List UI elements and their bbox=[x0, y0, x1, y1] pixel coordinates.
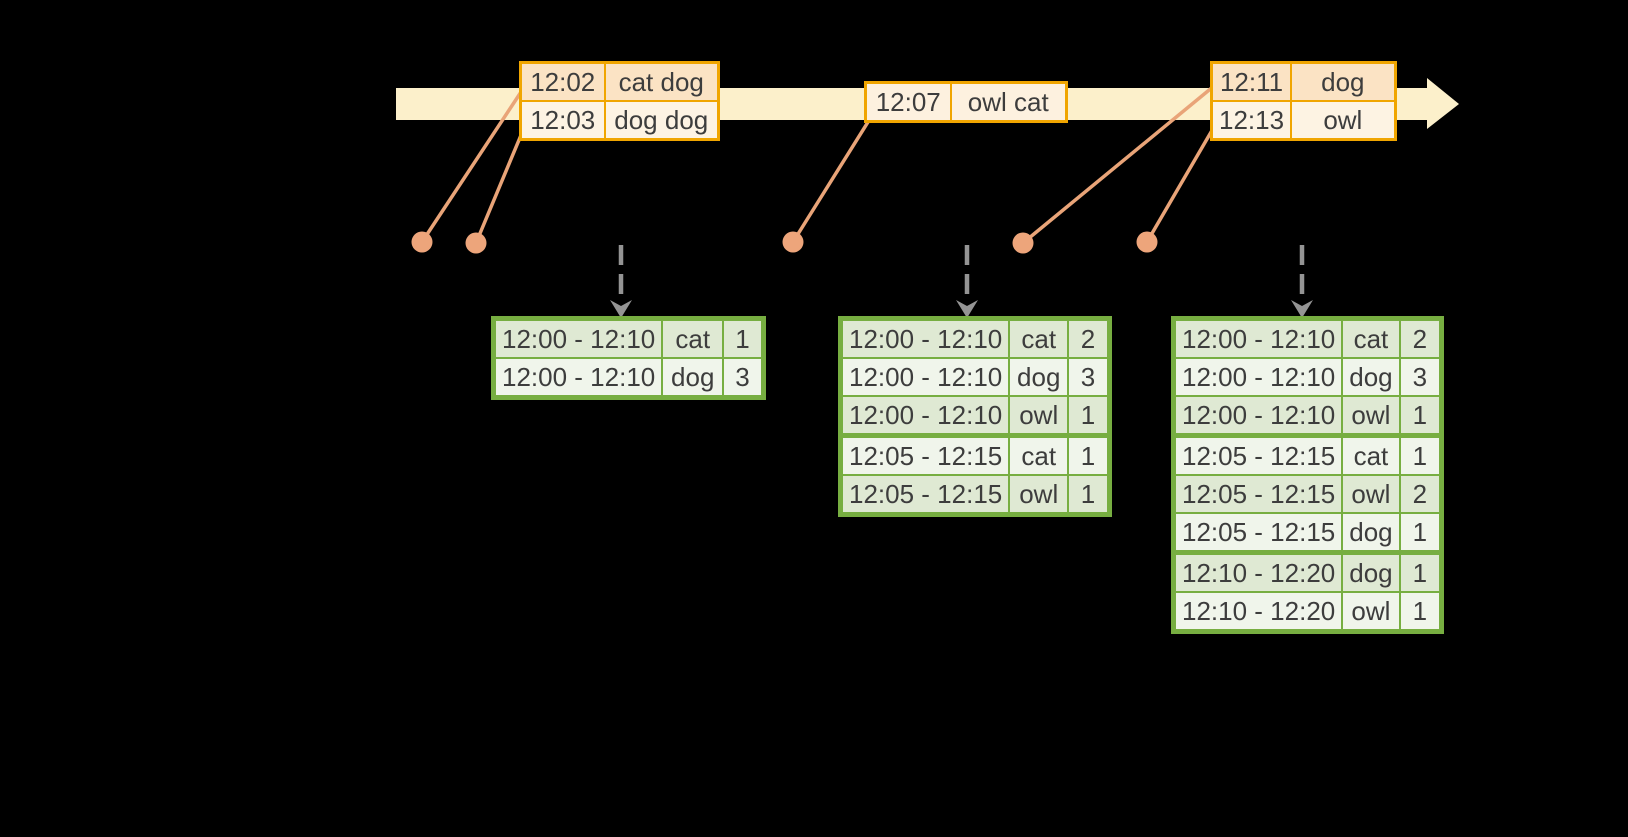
window-cell: 12:00 - 12:10 bbox=[1172, 395, 1344, 438]
event-marker-dot bbox=[782, 231, 804, 253]
event-row: 12:13 owl bbox=[1210, 100, 1397, 141]
event-row: 12:03 dog dog bbox=[519, 100, 720, 141]
count-cell: 1 bbox=[1398, 395, 1443, 438]
count-cell: 1 bbox=[1067, 395, 1111, 438]
result-row: 12:05 - 12:15 dog 1 bbox=[1172, 512, 1443, 555]
window-cell: 12:05 - 12:15 bbox=[839, 434, 1011, 476]
window-cell: 12:00 - 12:10 bbox=[839, 357, 1011, 397]
event-connector-line bbox=[1145, 126, 1216, 243]
event-table-2: 12:07 owl cat bbox=[864, 81, 1068, 123]
count-cell: 1 bbox=[1067, 434, 1111, 476]
count-cell: 1 bbox=[1398, 434, 1443, 476]
window-cell: 12:05 - 12:15 bbox=[1172, 512, 1344, 555]
result-row: 12:05 - 12:15 cat 1 bbox=[839, 434, 1111, 476]
event-words-cell: dog dog bbox=[603, 100, 720, 141]
event-row: 12:07 owl cat bbox=[864, 81, 1068, 123]
window-cell: 12:10 - 12:20 bbox=[1172, 551, 1344, 593]
event-connector-line bbox=[791, 121, 870, 243]
trigger-arrows bbox=[610, 245, 1313, 318]
window-cell: 12:00 - 12:10 bbox=[1172, 317, 1344, 359]
window-cell: 12:00 - 12:10 bbox=[1172, 357, 1344, 397]
count-cell: 2 bbox=[1398, 317, 1443, 359]
timeline-arrowhead-icon bbox=[1427, 78, 1459, 129]
word-cell: owl bbox=[1341, 395, 1401, 438]
word-cell: dog bbox=[661, 357, 725, 399]
window-cell: 12:00 - 12:10 bbox=[839, 317, 1011, 359]
event-marker-dots bbox=[411, 231, 1158, 254]
event-words-cell: cat dog bbox=[603, 61, 720, 102]
count-cell: 3 bbox=[1398, 357, 1443, 397]
event-time-cell: 12:13 bbox=[1210, 100, 1293, 141]
result-row: 12:00 - 12:10 cat 2 bbox=[1172, 317, 1443, 359]
trigger-arrowhead-icon bbox=[610, 300, 632, 318]
trigger-arrowhead-icon bbox=[956, 300, 978, 318]
result-row: 12:05 - 12:15 cat 1 bbox=[1172, 434, 1443, 476]
event-marker-dot bbox=[465, 232, 487, 254]
event-words-cell: dog bbox=[1290, 61, 1397, 102]
trigger-arrowhead-icon bbox=[1291, 300, 1313, 318]
word-cell: dog bbox=[1341, 512, 1401, 555]
event-table-3: 12:11 dog 12:13 owl bbox=[1210, 61, 1397, 141]
event-words-cell: owl cat bbox=[949, 81, 1068, 123]
result-row: 12:00 - 12:10 owl 1 bbox=[1172, 395, 1443, 438]
event-time-cell: 12:03 bbox=[519, 100, 606, 141]
word-cell: cat bbox=[1341, 317, 1401, 359]
event-connector-line bbox=[474, 127, 526, 244]
window-cell: 12:00 - 12:10 bbox=[492, 357, 664, 399]
event-marker-dot bbox=[1012, 232, 1034, 254]
result-row: 12:00 - 12:10 cat 2 bbox=[839, 317, 1111, 359]
window-cell: 12:10 - 12:20 bbox=[1172, 591, 1344, 633]
result-row: 12:00 - 12:10 dog 3 bbox=[1172, 357, 1443, 397]
event-row: 12:11 dog bbox=[1210, 61, 1397, 102]
event-time-cell: 12:11 bbox=[1210, 61, 1293, 102]
result-row: 12:00 - 12:10 dog 3 bbox=[492, 357, 765, 399]
count-cell: 1 bbox=[1398, 551, 1443, 593]
event-connector-line bbox=[420, 88, 525, 243]
event-time-cell: 12:07 bbox=[864, 81, 952, 123]
event-connector-line bbox=[1021, 84, 1216, 245]
count-cell: 2 bbox=[1067, 317, 1111, 359]
event-marker-dot bbox=[1136, 231, 1158, 253]
window-cell: 12:05 - 12:15 bbox=[1172, 474, 1344, 514]
word-cell: cat bbox=[1341, 434, 1401, 476]
window-cell: 12:00 - 12:10 bbox=[492, 317, 664, 359]
result-table-3: 12:00 - 12:10 cat 2 12:00 - 12:10 dog 3 … bbox=[1171, 316, 1445, 634]
result-row: 12:00 - 12:10 owl 1 bbox=[839, 395, 1111, 438]
window-cell: 12:05 - 12:15 bbox=[839, 474, 1011, 516]
result-table-2: 12:00 - 12:10 cat 2 12:00 - 12:10 dog 3 … bbox=[838, 316, 1112, 517]
word-cell: dog bbox=[1341, 357, 1401, 397]
count-cell: 1 bbox=[1067, 474, 1111, 516]
event-time-cell: 12:02 bbox=[519, 61, 606, 102]
count-cell: 1 bbox=[1398, 591, 1443, 633]
count-cell: 3 bbox=[722, 357, 765, 399]
word-cell: dog bbox=[1341, 551, 1401, 593]
event-words-cell: owl bbox=[1290, 100, 1397, 141]
result-row: 12:05 - 12:15 owl 1 bbox=[839, 474, 1111, 516]
count-cell: 1 bbox=[722, 317, 765, 359]
result-row: 12:05 - 12:15 owl 2 bbox=[1172, 474, 1443, 514]
event-row: 12:02 cat dog bbox=[519, 61, 720, 102]
result-row: 12:10 - 12:20 owl 1 bbox=[1172, 591, 1443, 633]
word-cell: cat bbox=[1008, 317, 1070, 359]
result-table-1: 12:00 - 12:10 cat 1 12:00 - 12:10 dog 3 bbox=[491, 316, 766, 400]
word-cell: dog bbox=[1008, 357, 1070, 397]
count-cell: 1 bbox=[1398, 512, 1443, 555]
word-cell: owl bbox=[1341, 591, 1401, 633]
result-row: 12:10 - 12:20 dog 1 bbox=[1172, 551, 1443, 593]
word-cell: cat bbox=[1008, 434, 1070, 476]
word-cell: cat bbox=[661, 317, 725, 359]
window-cell: 12:05 - 12:15 bbox=[1172, 434, 1344, 476]
result-row: 12:00 - 12:10 cat 1 bbox=[492, 317, 765, 359]
window-cell: 12:00 - 12:10 bbox=[839, 395, 1011, 438]
event-table-1: 12:02 cat dog 12:03 dog dog bbox=[519, 61, 720, 141]
count-cell: 3 bbox=[1067, 357, 1111, 397]
word-cell: owl bbox=[1341, 474, 1401, 514]
result-row: 12:00 - 12:10 dog 3 bbox=[839, 357, 1111, 397]
event-marker-dot bbox=[411, 231, 433, 253]
word-cell: owl bbox=[1008, 474, 1070, 516]
count-cell: 2 bbox=[1398, 474, 1443, 514]
event-connector-lines bbox=[420, 84, 1216, 245]
word-cell: owl bbox=[1008, 395, 1070, 438]
